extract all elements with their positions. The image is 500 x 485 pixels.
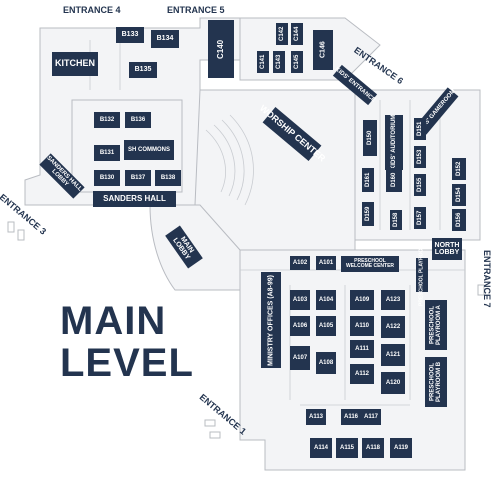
room-ministry-offices: MINISTRY OFFICES (A8-99) bbox=[261, 272, 281, 368]
room-preschool-playroom-a: PRESCHOOL PLAYROOM A bbox=[425, 300, 447, 350]
room-a116: A116 bbox=[341, 409, 361, 425]
room-b130: B130 bbox=[94, 170, 120, 186]
room-d156: D156 bbox=[452, 209, 466, 231]
room-b133: B133 bbox=[116, 27, 144, 43]
map-title-line1: MAIN bbox=[60, 299, 167, 343]
room-b137: B137 bbox=[125, 170, 151, 186]
room-d152: D152 bbox=[452, 158, 466, 180]
room-sh-commons: SH COMMONS bbox=[124, 140, 174, 160]
room-d158: D158 bbox=[390, 210, 402, 230]
room-a121: A121 bbox=[381, 344, 405, 366]
room-d159: D159 bbox=[362, 202, 374, 226]
room-a104: A104 bbox=[316, 290, 336, 310]
room-a110: A110 bbox=[350, 316, 374, 336]
room-a103: A103 bbox=[290, 290, 310, 310]
room-a118: A118 bbox=[362, 438, 384, 458]
room-b131: B131 bbox=[94, 145, 120, 161]
room-d155: D155 bbox=[414, 174, 426, 196]
entrance-5-label: ENTRANCE 5 bbox=[167, 5, 225, 15]
room-d151: D151 bbox=[414, 118, 426, 140]
room-a114: A114 bbox=[310, 438, 332, 458]
room-c145: C145 bbox=[291, 51, 303, 73]
room-b134: B134 bbox=[151, 30, 179, 48]
room-a117: A117 bbox=[361, 409, 381, 425]
room-a107: A107 bbox=[290, 346, 310, 370]
room-sanders-hall: SANDERS HALL bbox=[93, 191, 176, 207]
room-preschool-playroom-b: PRESCHOOL PLAYROOM B bbox=[425, 357, 447, 407]
room-a102: A102 bbox=[290, 256, 310, 270]
room-d154: D154 bbox=[452, 184, 466, 206]
room-a115: A115 bbox=[336, 438, 358, 458]
room-b132: B132 bbox=[94, 112, 120, 128]
entrance-7-label: ENTRANCE 7 bbox=[482, 250, 492, 308]
room-a113: A113 bbox=[306, 409, 326, 425]
entrance-4-label: ENTRANCE 4 bbox=[63, 5, 121, 15]
room-c141: C141 bbox=[257, 51, 269, 73]
room-a123: A123 bbox=[381, 290, 405, 310]
room-north-lobby: NORTH LOBBY bbox=[432, 238, 462, 260]
room-kitchen: KITCHEN bbox=[52, 52, 98, 76]
map-title-line2: LEVEL bbox=[60, 341, 194, 385]
room-preschool-playroom: PRESCHOOL PLAYROOM bbox=[416, 244, 428, 306]
room-a111: A111 bbox=[350, 340, 374, 358]
room-d153: D153 bbox=[414, 146, 426, 168]
room-c140: C140 bbox=[208, 20, 234, 78]
room-b138: B138 bbox=[155, 170, 181, 186]
room-c144: C144 bbox=[291, 23, 303, 45]
room-a106: A106 bbox=[290, 316, 310, 336]
room-a120: A120 bbox=[381, 372, 405, 394]
room-a119: A119 bbox=[390, 438, 412, 458]
room-d161: D161 bbox=[362, 168, 374, 192]
room-kids-auditorium: KIDS' AUDITORIUM bbox=[385, 115, 403, 170]
room-a101: A101 bbox=[316, 256, 336, 270]
room-d157: D157 bbox=[414, 207, 426, 229]
map-title: MAIN LEVEL bbox=[60, 300, 194, 384]
room-c142: C142 bbox=[276, 23, 288, 45]
room-c146: C146 bbox=[313, 30, 333, 70]
room-d150: D150 bbox=[363, 120, 377, 156]
room-preschool-welcome-center: PRESCHOOL WELCOME CENTER bbox=[341, 256, 399, 272]
room-a112: A112 bbox=[350, 364, 374, 384]
room-b135: B135 bbox=[129, 62, 157, 78]
room-d160: D160 bbox=[386, 168, 402, 192]
room-a122: A122 bbox=[381, 316, 405, 338]
room-a108: A108 bbox=[316, 352, 336, 374]
room-a109: A109 bbox=[350, 290, 374, 310]
room-a105: A105 bbox=[316, 316, 336, 336]
room-c143: C143 bbox=[273, 51, 285, 73]
room-b136: B136 bbox=[125, 112, 151, 128]
